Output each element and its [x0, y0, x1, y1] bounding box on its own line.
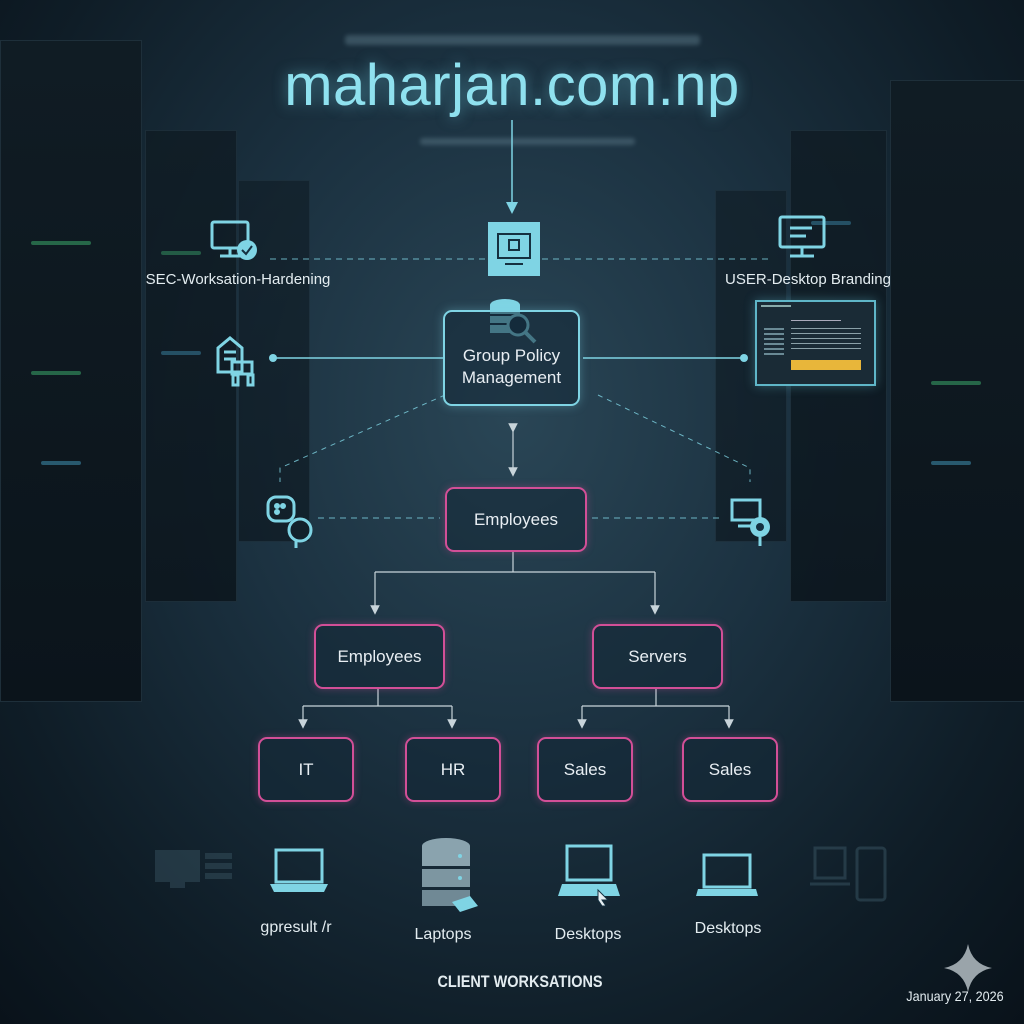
- client-label: Desktops: [554, 926, 622, 943]
- faded-devices-icon: [810, 846, 887, 902]
- client-label: Desktops: [694, 920, 762, 937]
- faded-monitor-icon: [155, 850, 232, 888]
- tree-node-servers[interactable]: Servers: [592, 624, 723, 689]
- sparkle-icon: [944, 944, 992, 992]
- user-branding-label: USER-Desktop Branding: [725, 271, 891, 288]
- tree-leaf-sales[interactable]: Sales: [537, 737, 633, 802]
- tree-leaf-sales[interactable]: Sales: [682, 737, 778, 802]
- client-label: Laptops: [414, 926, 472, 943]
- tree-node-employees[interactable]: Employees: [314, 624, 445, 689]
- gpm-line2: Management: [461, 368, 562, 387]
- tree-root-node[interactable]: Employees: [445, 487, 587, 552]
- gpm-line1: Group Policy: [462, 346, 561, 365]
- desktop-cursor-icon: [558, 844, 620, 907]
- client-workstations-caption: CLIENT WORKSATIONS: [437, 972, 603, 991]
- server-stack-icon: [422, 838, 478, 912]
- tree-leaf-it[interactable]: IT: [258, 737, 354, 802]
- computer-gear-icon: [730, 498, 770, 546]
- desktop-screenshot: [755, 300, 876, 386]
- monitor-icon: [778, 215, 826, 258]
- client-label: gpresult /r: [260, 919, 332, 936]
- laptop-icon: [696, 853, 758, 896]
- group-policy-management-node[interactable]: Group Policy Management: [443, 310, 580, 406]
- date-label: January 27, 2026: [906, 988, 1004, 1004]
- laptop-icon: [270, 848, 328, 892]
- monitor-lock-icon: [488, 222, 540, 276]
- sec-hardening-label: SEC-Worksation-Hardening: [145, 271, 331, 288]
- lock-document-icon: [216, 336, 255, 387]
- monitor-badge-check-icon: [210, 220, 257, 260]
- tree-leaf-hr[interactable]: HR: [405, 737, 501, 802]
- site-title: maharjan.com.np: [284, 53, 740, 118]
- chat-bubbles-icon: [266, 495, 313, 548]
